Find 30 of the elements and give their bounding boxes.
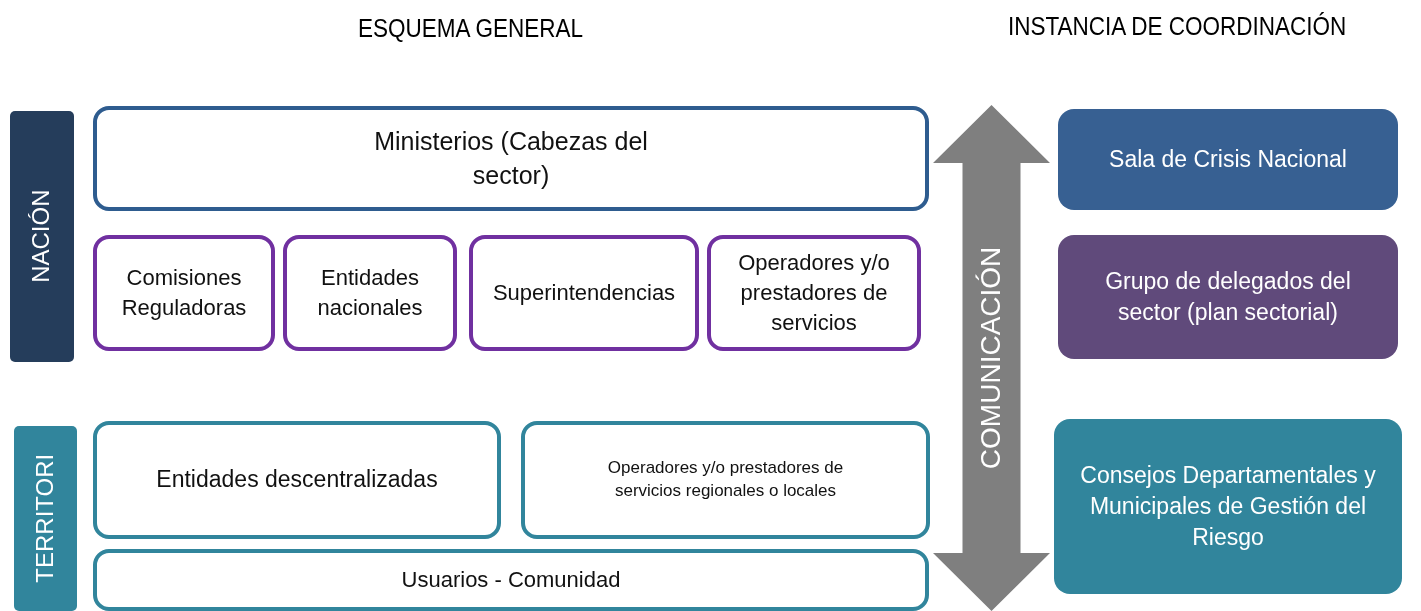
node-text: Comisiones Reguladoras [120, 264, 248, 322]
section-band [14, 426, 77, 611]
vertical-label: COMUNICACIÓN [974, 246, 1008, 470]
process-box [1058, 235, 1398, 359]
node-text: Operadores y/o prestadores de servicios regionales o locales [606, 457, 845, 502]
node-text: Entidades nacionales [316, 264, 424, 322]
node-text: Consejos Departamentales y Municipales de Gestión del Riesgo [1079, 460, 1377, 552]
node-text: Ministerios (Cabezas del sector) [373, 125, 649, 191]
process-box [707, 235, 921, 351]
section-band [10, 111, 74, 362]
process-box [521, 421, 930, 539]
vertical-label: TERRITORI [30, 454, 60, 583]
process-box [1054, 419, 1402, 594]
process-box [93, 235, 275, 351]
section-heading: ESQUEMA GENERAL [358, 14, 584, 43]
process-box [469, 235, 699, 351]
process-box [1058, 109, 1398, 210]
node-text: Operadores y/o prestadores de servicios [737, 249, 891, 337]
node-text: Superintendencias [492, 279, 676, 308]
node-text: Sala de Crisis Nacional [1109, 144, 1347, 174]
node-text: Entidades descentralizadas [156, 465, 438, 495]
process-box [283, 235, 457, 351]
process-box [93, 549, 929, 611]
process-box [93, 106, 929, 211]
process-box [93, 421, 501, 539]
section-heading: INSTANCIA DE COORDINACIÓN [1008, 12, 1347, 41]
node-text: Grupo de delegados del sector (plan sectorial) [1104, 266, 1352, 327]
double-arrow [933, 105, 1050, 611]
vertical-label: NACIÓN [26, 189, 56, 284]
node-text: Usuarios - Comunidad [401, 566, 621, 595]
